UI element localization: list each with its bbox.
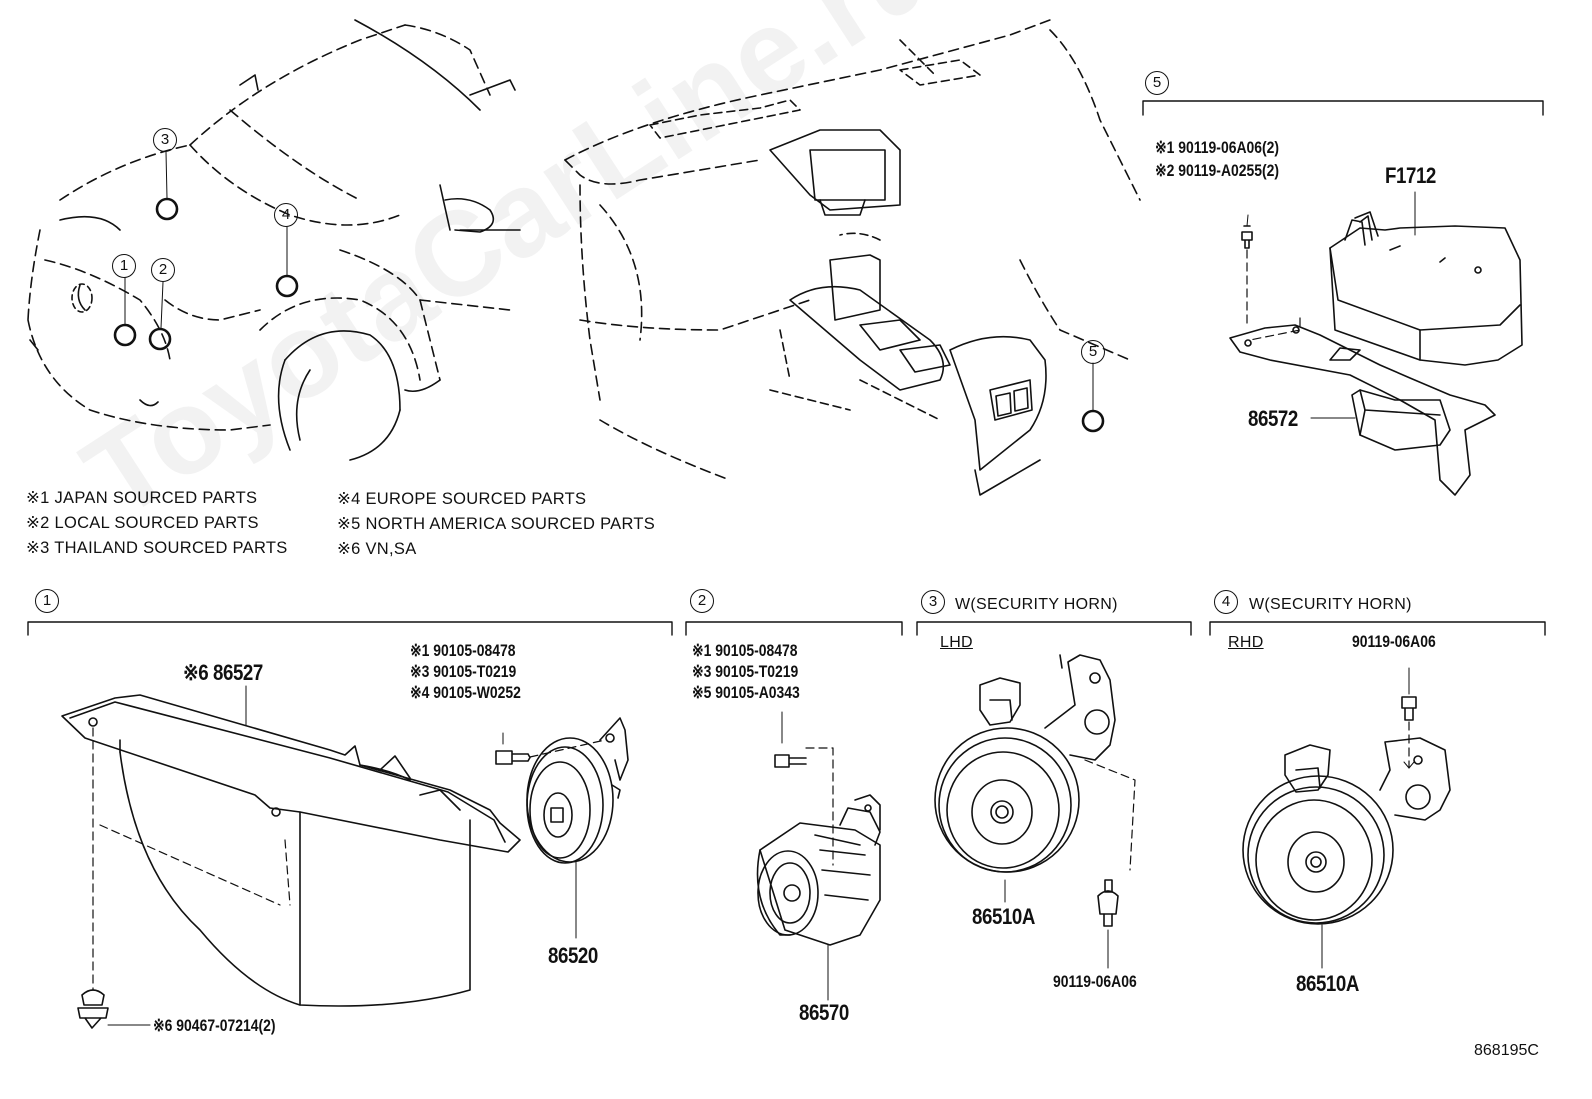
section5-parts-drawing (1229, 191, 1523, 496)
section3-bracket-line (916, 621, 1192, 636)
section2-parts-drawing (756, 711, 881, 1001)
location-marker-3: 3 (153, 128, 177, 152)
location-marker-4: 4 (274, 203, 298, 227)
section1-bolt-3: ※4 90105-W0252 (410, 683, 521, 702)
location-marker-rings (113, 197, 1105, 433)
part-number-90467: ※6 90467-07214(2) (153, 1016, 276, 1035)
part-number-86520: 86520 (548, 943, 598, 968)
section1-bracket-line (27, 621, 673, 636)
section1-parts-drawing (61, 685, 629, 1029)
part-number-86527: ※6 86527 (183, 660, 263, 685)
section4-title: W(SECURITY HORN) (1249, 596, 1412, 613)
part-number-86572: 86572 (1248, 406, 1298, 431)
legend-item-3: ※3 THAILAND SOURCED PARTS (26, 539, 288, 557)
location-marker-1: 1 (112, 254, 136, 278)
part-number-f1712: F1712 (1385, 163, 1436, 188)
section5-number: 5 (1145, 71, 1169, 95)
part-number-90119-rhd: 90119-06A06 (1352, 632, 1436, 651)
section4-parts-drawing (1242, 667, 1451, 969)
section5-bolt-2: ※2 90119-A0255(2) (1155, 161, 1280, 180)
section2-bolt-3: ※5 90105-A0343 (692, 683, 800, 702)
section2-bracket-line (685, 621, 903, 636)
section3-number: 3 (921, 590, 945, 614)
section1-number: 1 (35, 589, 59, 613)
section5-bracket-line (1142, 100, 1544, 116)
section1-bolt-1: ※1 90105-08478 (410, 641, 516, 660)
section2-number: 2 (690, 589, 714, 613)
section3-title: W(SECURITY HORN) (955, 596, 1118, 613)
section4-bracket-line (1209, 621, 1546, 636)
part-number-86570: 86570 (799, 1000, 849, 1025)
section4-side: RHD (1228, 634, 1264, 651)
section5-bolt-1: ※1 90119-06A06(2) (1155, 138, 1280, 157)
vehicle-interior-illustration (564, 19, 1141, 496)
section2-bolt-2: ※3 90105-T0219 (692, 662, 799, 681)
legend-item-4: ※4 EUROPE SOURCED PARTS (337, 490, 587, 508)
location-marker-leaders (124, 151, 1094, 411)
section2-bolt-1: ※1 90105-08478 (692, 641, 798, 660)
vehicle-front-illustration (27, 19, 521, 461)
legend-item-5: ※5 NORTH AMERICA SOURCED PARTS (337, 515, 656, 533)
part-number-90119-lhd: 90119-06A06 (1053, 972, 1137, 991)
legend-item-2: ※2 LOCAL SOURCED PARTS (26, 514, 259, 532)
section3-parts-drawing (934, 654, 1136, 969)
part-number-86510a-lhd: 86510A (972, 904, 1035, 929)
diagram-code: 868195C (1474, 1042, 1539, 1059)
legend-item-1: ※1 JAPAN SOURCED PARTS (26, 489, 258, 507)
legend-item-6: ※6 VN,SA (337, 540, 417, 558)
part-number-86510a-rhd: 86510A (1296, 971, 1359, 996)
location-marker-2: 2 (151, 258, 175, 282)
section3-side: LHD (940, 634, 973, 651)
section1-bolt-2: ※3 90105-T0219 (410, 662, 517, 681)
location-marker-5: 5 (1081, 340, 1105, 364)
section4-number: 4 (1214, 590, 1238, 614)
